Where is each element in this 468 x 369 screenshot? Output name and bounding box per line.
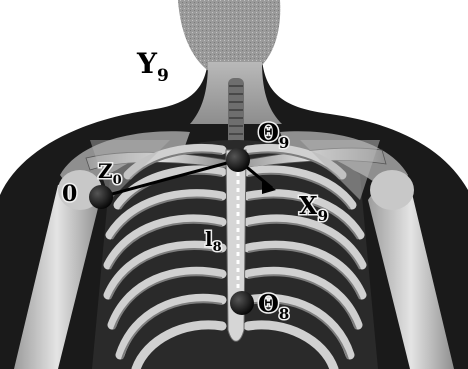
label-y9: Y9 [136, 47, 169, 86]
right-humeral-head [370, 170, 414, 210]
joint-theta9 [226, 148, 250, 172]
joint-zero [89, 185, 113, 209]
label-zero: 0 [62, 181, 77, 207]
joint-theta8 [230, 291, 254, 315]
